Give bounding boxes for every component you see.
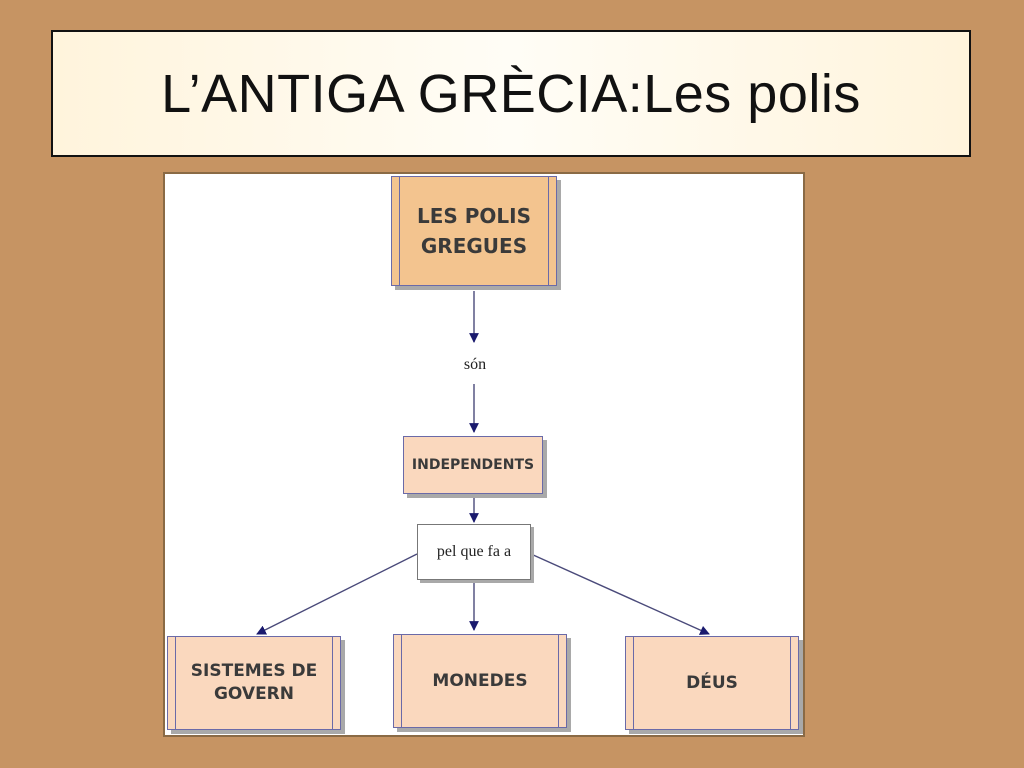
slide-title: L’ANTIGA GRÈCIA:Les polis	[161, 63, 861, 124]
node-polis-gregues: LES POLIS GREGUES	[391, 176, 557, 286]
concept-map-panel: LES POLIS GREGUES són INDEPENDENTS pel q…	[163, 172, 805, 737]
edge-pel-sistemes	[256, 553, 418, 635]
node-deus: DÉUS	[625, 636, 799, 730]
node-sistemes-de-govern: SISTEMES DE GOVERN	[167, 636, 341, 730]
link-label-pel-que-fa-a: pel que fa a	[417, 524, 531, 580]
concept-map-edges	[256, 291, 710, 635]
edge-pel-deus	[530, 553, 710, 635]
link-label-son: són	[463, 356, 487, 373]
node-monedes: MONEDES	[393, 634, 567, 728]
title-box: L’ANTIGA GRÈCIA:Les polis	[51, 30, 971, 157]
node-independents: INDEPENDENTS	[403, 436, 543, 494]
